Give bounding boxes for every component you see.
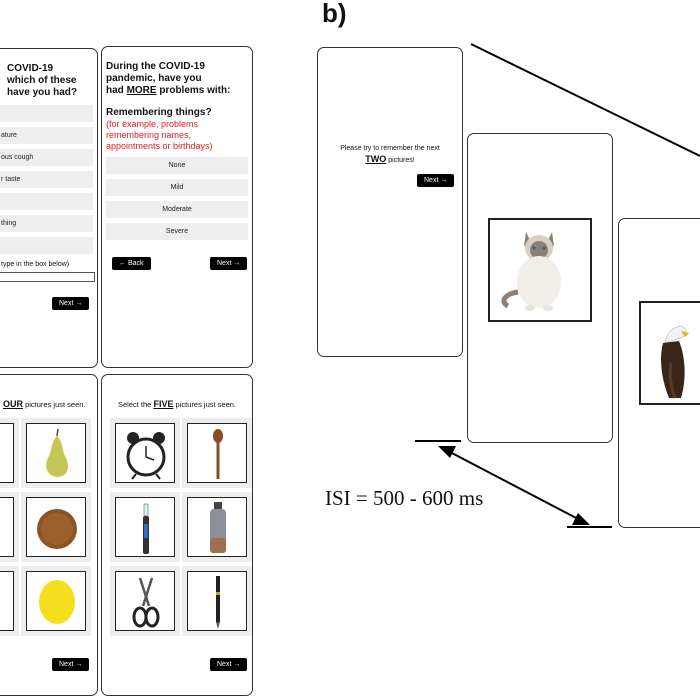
isi-arrowhead-end [572,513,590,525]
picture-cell[interactable] [115,497,175,557]
symptoms-title-line3: have you had? [7,87,78,98]
cat-image-frame [488,218,592,322]
next-button[interactable]: Next → [52,658,90,671]
symptom-other-input[interactable] [0,272,95,282]
pen-icon [216,576,220,629]
isi-arrowhead-start [438,446,456,458]
memory-title-line2: pandemic, have you [106,73,202,84]
two-emphasis: TWO [365,154,387,164]
option-moderate[interactable]: Moderate [106,201,248,218]
option-none[interactable]: None [106,157,248,174]
alarm-clock-icon [126,432,166,480]
memory-title-line3: had MORE problems with: [106,85,231,96]
option-severe[interactable]: Severe [106,223,248,240]
symptom-option-taste[interactable]: r taste [0,171,93,188]
next-button[interactable]: Next → [52,297,90,310]
orange-icon [0,572,15,632]
eagle-picture-panel [618,218,700,528]
symptom-option-breathing[interactable]: thing [0,215,93,232]
symptoms-title-line2: which of these [7,75,77,86]
eagle-icon [661,326,689,399]
wooden-spoon-icon [213,429,223,479]
memory-question-panel: During the COVID-19 pandemic, have you h… [101,46,253,368]
picture-cell[interactable] [26,423,86,483]
symptom-option-7[interactable] [0,237,93,254]
remember-instruction-panel: Please try to remember the next TWO pict… [317,47,463,357]
fig-icon [0,498,15,558]
more-emphasis: MORE [126,85,157,96]
symptoms-title: COVID-19 which of these have you had? [7,63,77,99]
next-button[interactable]: Next → [210,658,248,671]
toothbrush-icon [143,503,149,554]
select-four-panel: OUR pictures just seen. Next → [0,374,98,696]
memory-hint: (for example, problems remembering names… [106,119,213,151]
option-mild[interactable]: Mild [106,179,248,196]
picture-cell[interactable] [0,497,14,557]
symptom-option-cough[interactable]: ous cough [0,149,93,166]
select-five-panel: Select the FIVE pictures just seen. [101,374,253,696]
lemon-icon [39,580,75,624]
cat-icon [501,232,561,311]
memory-question: Remembering things? [106,107,212,118]
picture-cell[interactable] [115,571,175,631]
lemon-yellow-icon [0,424,15,484]
next-button[interactable]: Next → [210,257,248,270]
picture-cell[interactable] [187,571,247,631]
coconut-icon [37,509,77,549]
symptoms-question-panel: COVID-19 which of these have you had? at… [0,48,98,368]
select-four-instruction: OUR pictures just seen. [3,399,86,409]
water-bottle-icon [210,502,226,553]
symptoms-title-line1: COVID-19 [7,63,54,74]
picture-cell[interactable] [0,571,14,631]
picture-cell[interactable] [115,423,175,483]
picture-cell[interactable] [26,571,86,631]
isi-label: ISI = 500 - 600 ms [325,486,484,510]
picture-cell[interactable] [187,497,247,557]
picture-cell[interactable] [187,423,247,483]
memory-title-line1: During the COVID-19 [106,61,205,72]
eagle-image-frame [639,301,700,405]
symptom-option-temperature[interactable]: ature [0,127,93,144]
figure-label: b) [322,0,347,28]
remember-instruction: Please try to remember the next TWO pict… [340,145,440,164]
memory-title: During the COVID-19 pandemic, have you h… [106,61,230,152]
symptom-option-5[interactable] [0,193,93,210]
select-five-instruction: Select the FIVE pictures just seen. [118,399,236,409]
back-button[interactable]: ← Back [112,257,151,270]
symptom-option-1[interactable] [0,105,93,122]
cat-picture-panel [467,133,613,443]
symptom-other-label: type in the box below) [1,261,70,268]
picture-cell[interactable] [26,497,86,557]
next-button[interactable]: Next → [417,174,455,187]
pear-icon [46,428,69,477]
picture-cell[interactable] [0,423,14,483]
scissors-icon [132,577,160,628]
